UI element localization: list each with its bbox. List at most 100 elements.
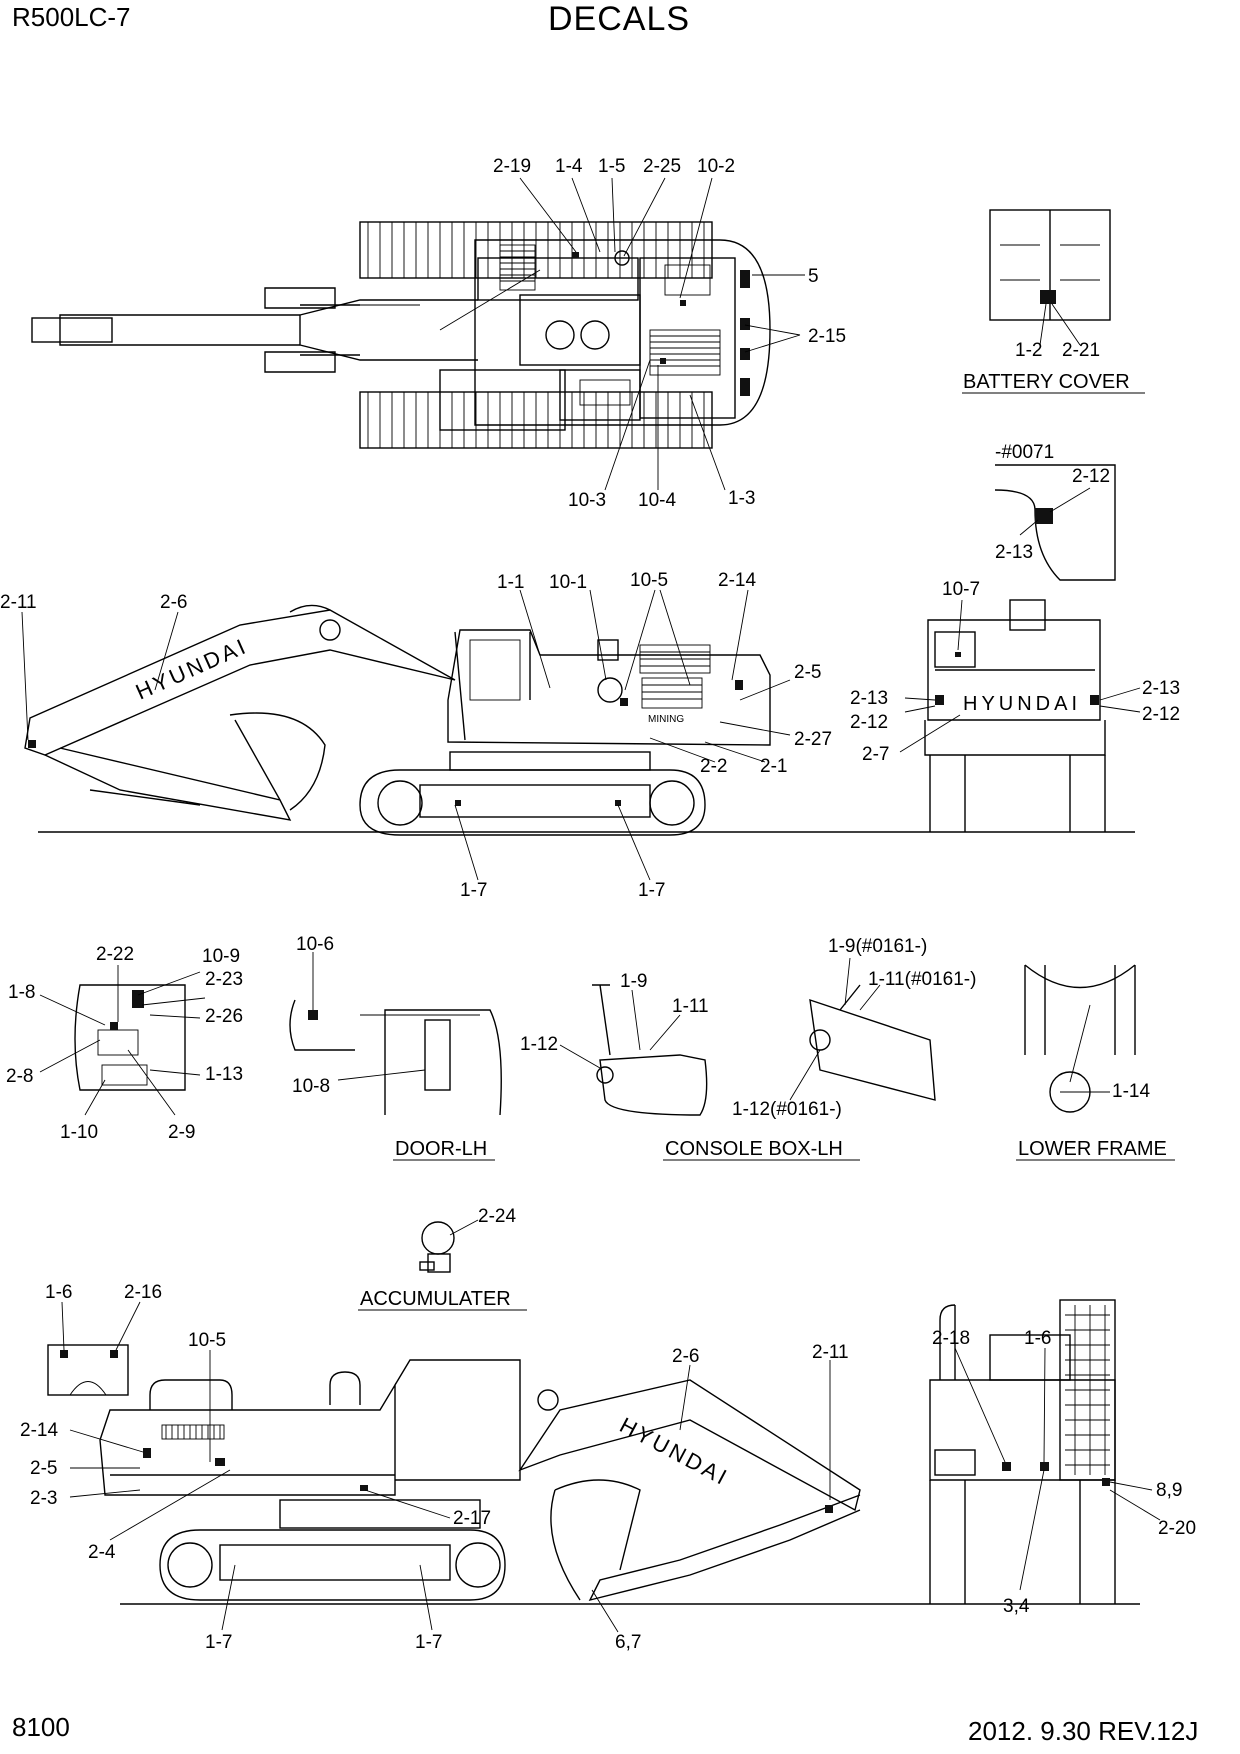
door-lh-leaders [312,952,426,1081]
right-side-view-callouts: 10-5 2-6 2-11 2-14 2-5 2-3 2-17 2-4 1-7 … [20,1330,849,1653]
serial-detail-callouts: 2-12 2-13 [995,466,1110,563]
callout-label: 2-13 [1142,678,1180,699]
callout-label: 5 [808,266,819,287]
callout-label: 1-6 [1024,1328,1051,1349]
accumulater-callout: 2-24 [478,1206,516,1227]
callout-label: 1-7 [415,1632,442,1653]
console-box-lh-drawing [592,984,936,1116]
callout-label: 2-14 [718,570,756,591]
door-lh-drawing [289,999,502,1116]
callout-label: 10-7 [942,579,980,600]
top-view-drawing [31,221,771,449]
callout-label: 2-19 [493,156,531,177]
console-box-leaders [559,957,881,1101]
callout-label: 1-6 [45,1282,72,1303]
page-number: 8100 [12,1712,70,1742]
callout-label: 1-12(#0161-) [732,1099,842,1120]
callout-label: 2-11 [0,592,37,613]
callout-label: 2-11 [812,1342,849,1363]
left-side-view-leaders [21,589,791,881]
callout-label: 1-7 [205,1632,232,1653]
boom-lettering: HYUNDAI [132,633,252,705]
callout-label: 1-1 [497,572,524,593]
callout-label: 2-7 [862,744,889,765]
callout-label: 2-21 [1062,340,1100,361]
callout-label: 1-7 [460,880,487,901]
callout-label: 3,4 [1003,1596,1030,1617]
callout-label: 1-9 [620,971,647,992]
callout-label: 10-5 [630,570,668,591]
small-panel-drawing [47,1344,129,1396]
small-panel-leaders [61,1301,141,1351]
front-view-callouts: 2-18 1-6 8,9 2-20 3,4 [932,1328,1196,1617]
page-title: DECALS [548,0,691,38]
callout-label: 1-5 [598,156,625,177]
callout-label: 10-8 [292,1076,330,1097]
small-panel-callouts: 1-6 2-16 [45,1282,162,1303]
side-model-badge: MINING [648,714,684,725]
callout-label: 2-12 [1072,466,1110,487]
top-view-leaders [519,177,805,491]
top-view-callouts: 2-19 1-4 1-5 2-25 10-2 5 2-15 10-3 10-4 … [493,156,846,511]
callout-label: 2-22 [96,944,134,965]
front-view-leaders [954,1347,1161,1591]
callout-label: 2-13 [850,688,888,709]
right-side-view-leaders [69,1350,831,1633]
callout-label: 1-12 [520,1034,558,1055]
callout-label: 2-18 [932,1328,970,1349]
callout-label: 8,9 [1156,1480,1182,1501]
revision-date: 2012. 9.30 REV.12J [968,1716,1199,1746]
caption-battery-cover: BATTERY COVER [963,371,1130,393]
model-number: R500LC-7 [12,2,131,32]
callout-label: 10-4 [638,490,676,511]
callout-label: 2-25 [643,156,681,177]
caption-accumulater: ACCUMULATER [360,1288,511,1310]
callout-label: 10-5 [188,1330,226,1351]
battery-cover-callouts: 1-2 2-21 [1015,340,1100,361]
callout-label: 10-3 [568,490,606,511]
callout-label: 2-6 [672,1346,699,1367]
callout-label: 2-20 [1158,1518,1196,1539]
lower-frame-callout: 1-14 [1112,1081,1150,1102]
caption-door-lh: DOOR-LH [395,1138,487,1160]
callout-label: 2-27 [794,729,832,750]
callout-label: 2-13 [995,542,1033,563]
callout-label: 2-15 [808,326,846,347]
callout-label: 2-23 [205,969,243,990]
callout-label: 2-26 [205,1006,243,1027]
cab-interior-callouts: 2-22 10-9 2-23 1-8 2-26 2-8 1-13 1-10 2-… [6,944,243,1143]
left-side-view-callouts: 2-11 2-6 1-1 10-1 10-5 2-14 2-5 2-27 2-2… [0,570,832,901]
callout-label: 10-6 [296,934,334,955]
cab-interior-drawing [74,984,186,1091]
serial-note: -#0071 [995,442,1054,463]
callout-label: 2-12 [850,712,888,733]
callout-label: 2-5 [30,1458,57,1479]
callout-label: 1-11(#0161-) [868,969,976,990]
callout-label: 1-2 [1015,340,1042,361]
callout-label: 1-13 [205,1064,243,1085]
rear-view-drawing: HYUNDAI [924,599,1106,832]
lower-frame-drawing [1024,964,1136,1113]
callout-label: 1-4 [555,156,583,177]
callout-label: 10-2 [697,156,735,177]
callout-label: 2-5 [794,662,821,683]
callout-label: 2-2 [700,756,727,777]
callout-label: 2-9 [168,1122,195,1143]
callout-label: 2-8 [6,1066,33,1087]
cab-interior-leaders [39,965,206,1116]
caption-console-box-lh: CONSOLE BOX-LH [665,1138,843,1160]
callout-label: 1-3 [728,488,755,509]
callout-label: 2-4 [88,1542,116,1563]
callout-label: 2-16 [124,1282,162,1303]
console-box-callouts: 1-9 1-11 1-12 1-9(#0161-) 1-11(#0161-) 1… [520,936,976,1120]
battery-cover-drawing [989,209,1111,321]
right-side-view-drawing: HYUNDAI [99,1359,1140,1605]
front-view-drawing [929,1299,1116,1604]
callout-label: 10-1 [549,572,587,593]
callout-label: 2-3 [30,1488,57,1509]
rear-lettering: HYUNDAI [963,693,1081,715]
callout-label: 6,7 [615,1632,641,1653]
rear-view-leaders [899,599,1141,753]
callout-label: 1-9(#0161-) [828,936,927,957]
callout-label: 1-7 [638,880,665,901]
